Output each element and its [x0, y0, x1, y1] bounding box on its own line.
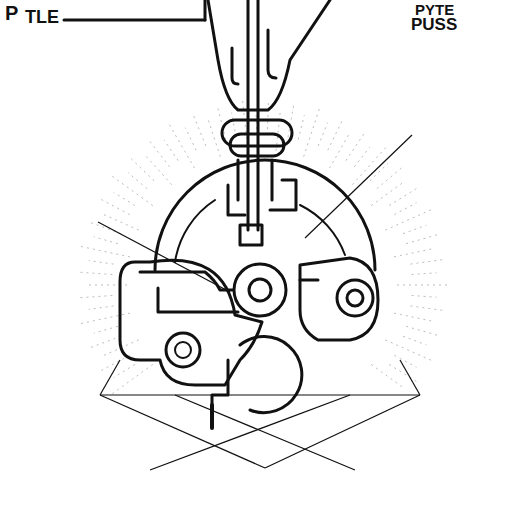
- right-housing: [300, 258, 378, 340]
- ray: [377, 166, 404, 189]
- construction-line: [100, 395, 265, 468]
- upper-housing: [208, 0, 330, 110]
- ray: [193, 114, 206, 146]
- ray: [78, 296, 113, 298]
- dial: [155, 160, 375, 270]
- ray: [185, 128, 196, 151]
- needle-bar: [257, 0, 260, 230]
- construction-line: [98, 222, 230, 292]
- ray: [298, 115, 304, 139]
- ray: [208, 119, 220, 157]
- construction-line: [100, 360, 120, 395]
- leader-line: [64, 19, 205, 22]
- dial-scale: [300, 205, 345, 255]
- construction-line: [175, 395, 355, 470]
- ray: [99, 198, 130, 215]
- ray: [354, 147, 369, 167]
- pulley: [234, 264, 286, 316]
- ray: [318, 123, 327, 146]
- knob: [166, 333, 200, 367]
- ray: [371, 182, 403, 206]
- bottom-disc: [240, 337, 302, 413]
- ray: [81, 313, 130, 323]
- ray: [304, 109, 320, 157]
- ray: [164, 140, 178, 161]
- ray: [81, 247, 130, 257]
- construction-line: [150, 395, 350, 470]
- pulley-hub: [249, 279, 271, 301]
- ray: [148, 139, 170, 167]
- label-text: PUSS: [410, 16, 458, 33]
- linkage: [240, 225, 262, 245]
- ray: [394, 203, 416, 215]
- ray: [394, 355, 416, 367]
- ray: [114, 192, 135, 205]
- ray: [411, 306, 446, 311]
- label-text: PYTE: [414, 2, 455, 17]
- ray: [352, 148, 386, 185]
- knob: [175, 342, 191, 358]
- construction-line: [265, 395, 420, 468]
- ray: [78, 272, 113, 274]
- construction-line: [400, 360, 420, 395]
- clamp-ring: [230, 134, 284, 156]
- ray: [397, 285, 447, 286]
- ray: [112, 176, 153, 205]
- ray: [267, 100, 268, 135]
- ray: [412, 296, 437, 298]
- ray: [371, 364, 403, 388]
- rod: [238, 160, 272, 200]
- ray: [330, 133, 350, 168]
- ray: [389, 187, 419, 206]
- ray: [406, 326, 440, 336]
- ray: [403, 225, 426, 234]
- ray: [385, 340, 431, 360]
- dial-scale: [175, 200, 215, 262]
- wheel-hub: [347, 290, 363, 306]
- ray: [94, 326, 118, 333]
- hook: [268, 30, 276, 78]
- ray: [88, 336, 121, 348]
- ray: [129, 157, 154, 181]
- ray: [394, 313, 433, 321]
- needle-bar: [247, 0, 250, 230]
- ray: [128, 173, 147, 189]
- ray: [89, 261, 114, 265]
- construction-line: [100, 394, 420, 395]
- ray: [112, 364, 153, 393]
- wheel: [337, 280, 373, 316]
- lever: [140, 272, 238, 290]
- linkage: [228, 180, 296, 215]
- ray: [385, 210, 431, 230]
- ray: [170, 125, 195, 168]
- ray: [406, 234, 440, 244]
- ray: [145, 155, 172, 185]
- ray: [411, 259, 446, 264]
- lever: [158, 288, 238, 312]
- ray: [394, 249, 433, 257]
- hook: [232, 48, 238, 84]
- leader-line: [204, 0, 207, 20]
- label-text: TLE: [24, 8, 60, 26]
- ray: [232, 113, 236, 138]
- ray: [94, 237, 118, 244]
- ray: [328, 119, 343, 151]
- linkage: [300, 279, 318, 282]
- construction-line: [305, 135, 412, 238]
- presser-foot: [212, 360, 228, 405]
- radiating-rays: [78, 100, 448, 394]
- label-text: P: [4, 3, 19, 23]
- ray: [89, 306, 114, 310]
- ray: [412, 273, 437, 275]
- needle: [210, 405, 214, 428]
- ray: [403, 336, 426, 345]
